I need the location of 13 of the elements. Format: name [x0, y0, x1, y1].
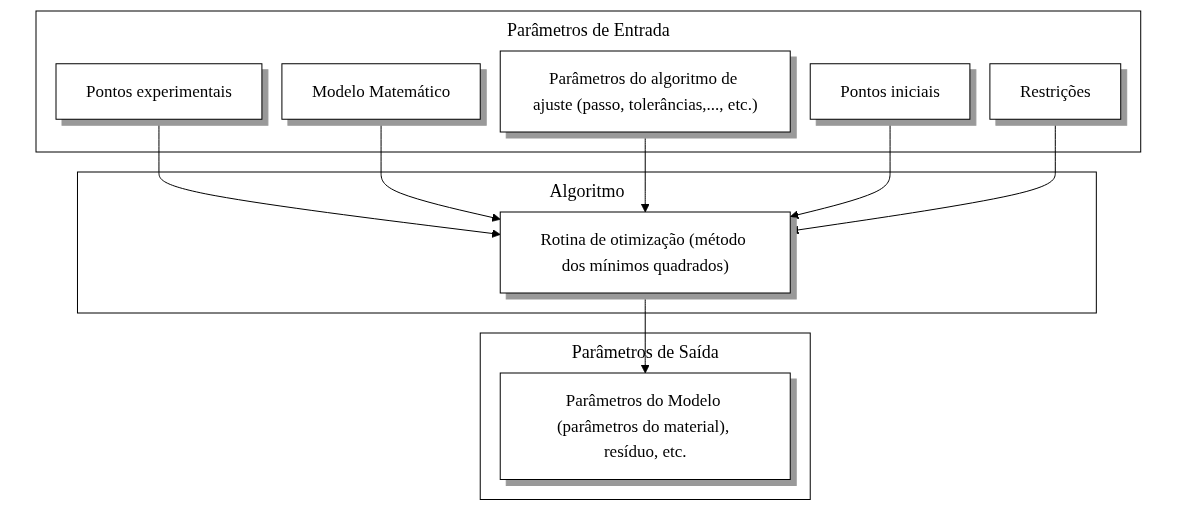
- node-box: Parâmetros do algoritmo de ajuste (passo, tolerâncias,..., etc.): [499, 50, 791, 133]
- arrow: [158, 119, 501, 239]
- node-box: Parâmetros do Modelo (parâmetros do material), resíduo, etc.: [499, 372, 791, 481]
- node-box: Rotina de otimização (método dos mínimos quadrados): [499, 211, 791, 294]
- node-box: Pontos iniciais: [809, 63, 971, 120]
- node-box: Pontos experimentais: [55, 63, 263, 120]
- node-box: Restrições: [989, 63, 1122, 120]
- arrow: [790, 119, 1056, 235]
- arrow: [790, 119, 891, 220]
- arrow: [640, 131, 650, 213]
- arrow: [640, 292, 650, 374]
- node-box: Modelo Matemático: [281, 63, 481, 120]
- arrow: [380, 119, 501, 223]
